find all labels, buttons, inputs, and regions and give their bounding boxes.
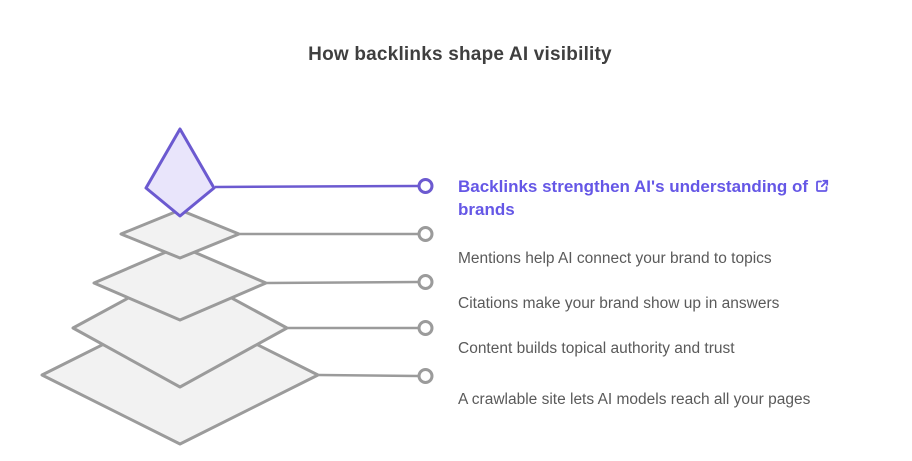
pyramid-tier-1-shape [144, 127, 216, 218]
label-backlinks-link[interactable]: Backlinks strengthen AI's understanding … [458, 175, 829, 221]
connector-line-1 [214, 184, 419, 189]
label-backlinks-line-2: brands [458, 200, 515, 219]
label-citations: Citations make your brand show up in ans… [458, 295, 780, 312]
connector-dot-5 [417, 368, 434, 384]
label-backlinks-line-1: Backlinks strengthen AI's understanding … [458, 177, 809, 196]
pyramid-tier-3-shape [92, 244, 268, 322]
external-link-icon [816, 179, 829, 192]
connector-dot-2 [417, 226, 434, 242]
connector-dot-4 [417, 320, 434, 336]
label-mentions: Mentions help AI connect your brand to t… [458, 250, 772, 267]
connector-line-5 [318, 373, 419, 378]
diagram-title: How backlinks shape AI visibility [308, 44, 612, 65]
connector-line-3 [266, 280, 419, 285]
label-content: Content builds topical authority and tru… [458, 340, 735, 357]
pyramid-tier-4-shape [71, 268, 289, 389]
connector-dot-1 [417, 178, 434, 194]
label-crawlability: A crawlable site lets AI models reach al… [458, 391, 811, 408]
connector-dot-3 [417, 274, 434, 290]
pyramid-tier-2-shape [119, 208, 241, 260]
